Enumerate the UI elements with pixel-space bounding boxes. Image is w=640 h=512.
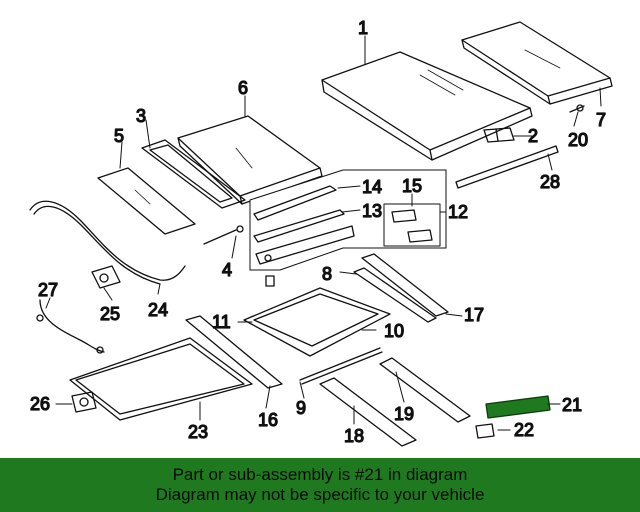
part-23-frame-seal[interactable] bbox=[69, 337, 253, 421]
callout-27: 27 bbox=[38, 280, 58, 300]
part-18-lower-rail[interactable] bbox=[319, 377, 417, 447]
part-24-drain-hose[interactable] bbox=[29, 200, 186, 285]
part-3-front-frame[interactable] bbox=[141, 139, 246, 209]
part-7-rear-glass-panel[interactable] bbox=[461, 21, 613, 105]
part-25-motor[interactable] bbox=[91, 265, 121, 289]
callout-4: 4 bbox=[222, 260, 232, 280]
part-26-motor[interactable] bbox=[71, 391, 97, 413]
part-9-strip[interactable] bbox=[299, 347, 383, 385]
callout-21: 21 bbox=[562, 395, 582, 415]
part-8-guide-rail[interactable] bbox=[353, 267, 437, 323]
callout-15: 15 bbox=[402, 176, 422, 196]
callout-25: 25 bbox=[100, 304, 120, 324]
part-1-glass-panel[interactable] bbox=[321, 51, 533, 161]
leader-lines bbox=[45, 35, 602, 431]
callout-16: 16 bbox=[258, 410, 278, 430]
callout-1: 1 bbox=[358, 18, 368, 38]
banner-line-part-ref: Part or sub-assembly is #21 in diagram bbox=[172, 465, 468, 484]
callout-8: 8 bbox=[322, 264, 332, 284]
callout-9: 9 bbox=[296, 398, 306, 418]
part-28-trim-strip[interactable] bbox=[455, 145, 559, 189]
part-19-lower-rail[interactable] bbox=[379, 357, 471, 423]
part-16-side-rail[interactable] bbox=[185, 315, 283, 389]
callout-19: 19 bbox=[394, 404, 414, 424]
part-20-bolt[interactable] bbox=[569, 104, 585, 113]
part-12-rail-assembly[interactable] bbox=[255, 225, 355, 287]
callout-13: 13 bbox=[362, 201, 382, 221]
part-21-highlighted-strip[interactable] bbox=[485, 395, 551, 419]
part-11-frame-seal[interactable] bbox=[253, 293, 379, 347]
banner-line-disclaimer: Diagram may not be specific to your vehi… bbox=[155, 485, 485, 504]
part-5-deflector-panel[interactable] bbox=[97, 167, 196, 235]
sunroof-parts-diagram: 1 2 3 4 5 6 7 8 9 10 11 12 13 14 15 16 1… bbox=[29, 17, 613, 447]
part-22-bracket[interactable] bbox=[475, 423, 495, 439]
vehicle-note-banner: Part or sub-assembly is #21 in diagram D… bbox=[0, 458, 640, 512]
callout-11: 11 bbox=[212, 312, 231, 332]
callout-14: 14 bbox=[362, 177, 382, 197]
callout-20: 20 bbox=[568, 130, 588, 150]
callout-18: 18 bbox=[344, 426, 364, 446]
callout-22: 22 bbox=[514, 420, 534, 440]
callout-24: 24 bbox=[148, 300, 168, 320]
part-4-drain-clip[interactable] bbox=[203, 225, 244, 245]
part-14-seal-strip[interactable] bbox=[253, 185, 337, 221]
callout-23: 23 bbox=[188, 422, 208, 442]
part-10-sunroof-frame[interactable] bbox=[243, 287, 391, 357]
callout-12: 12 bbox=[448, 202, 468, 222]
callout-numbers: 1 2 3 4 5 6 7 8 9 10 11 12 13 14 15 16 1… bbox=[29, 17, 606, 446]
callout-2: 2 bbox=[528, 126, 538, 146]
parts-group-box bbox=[249, 169, 447, 271]
callout-28: 28 bbox=[540, 172, 560, 192]
part-17-seal-rail[interactable] bbox=[361, 253, 449, 317]
callout-6: 6 bbox=[238, 78, 248, 98]
callout-10: 10 bbox=[384, 321, 404, 341]
part-27-wire-harness[interactable] bbox=[36, 299, 105, 354]
callout-7: 7 bbox=[596, 110, 606, 130]
callout-26: 26 bbox=[30, 394, 50, 414]
callout-17: 17 bbox=[464, 305, 484, 325]
callout-3: 3 bbox=[136, 106, 146, 126]
part-2-bracket[interactable] bbox=[483, 127, 515, 143]
callout-5: 5 bbox=[114, 126, 124, 146]
part-13-guide-strip[interactable] bbox=[253, 209, 345, 243]
